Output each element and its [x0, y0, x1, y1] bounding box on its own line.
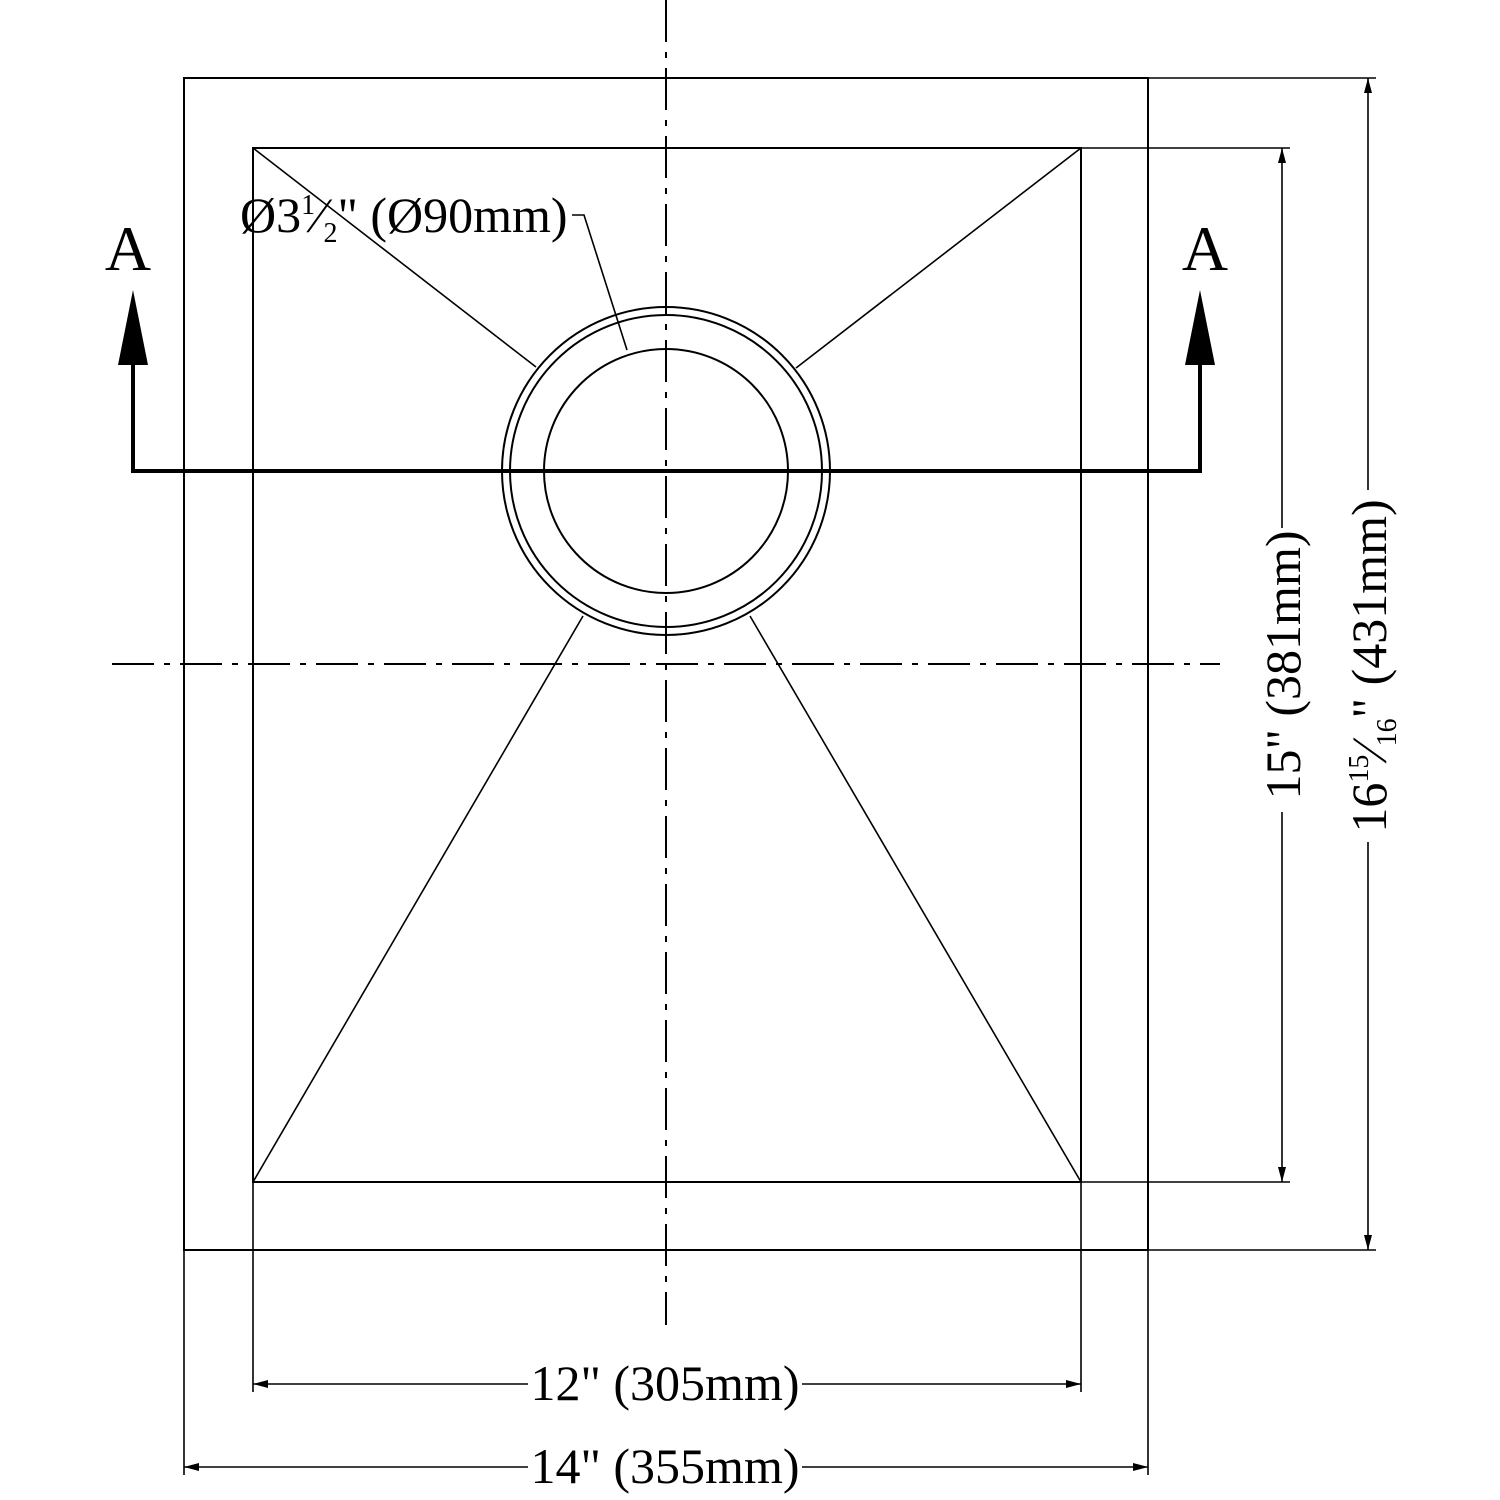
section-label-right: A: [1182, 213, 1228, 284]
drain-leader-line: [572, 214, 628, 351]
section-arrow-left: [118, 290, 148, 365]
dim-inner-width: 12" (305mm): [252, 1182, 1082, 1411]
drain-callout: Ø31⁄2" (Ø90mm): [240, 187, 628, 351]
slope-lines: [252, 147, 1082, 1183]
dim-outer-height-label: 1615⁄16" (431mm): [1341, 499, 1403, 832]
drain-diameter-label: Ø31⁄2" (Ø90mm): [240, 187, 568, 249]
section-arrow-right: [1185, 290, 1215, 365]
dim-inner-height-label: 15" (381mm): [1255, 531, 1311, 800]
dim-inner-height: 15" (381mm): [1081, 147, 1311, 1183]
dim-outer-width-label: 14" (355mm): [531, 1438, 800, 1494]
dim-outer-width: 14" (355mm): [183, 1250, 1149, 1494]
section-line-a: A A: [105, 213, 1228, 473]
section-label-left: A: [105, 213, 151, 284]
dim-inner-width-label: 12" (305mm): [531, 1355, 800, 1411]
dim-outer-height: 1615⁄16" (431mm): [1148, 77, 1403, 1251]
